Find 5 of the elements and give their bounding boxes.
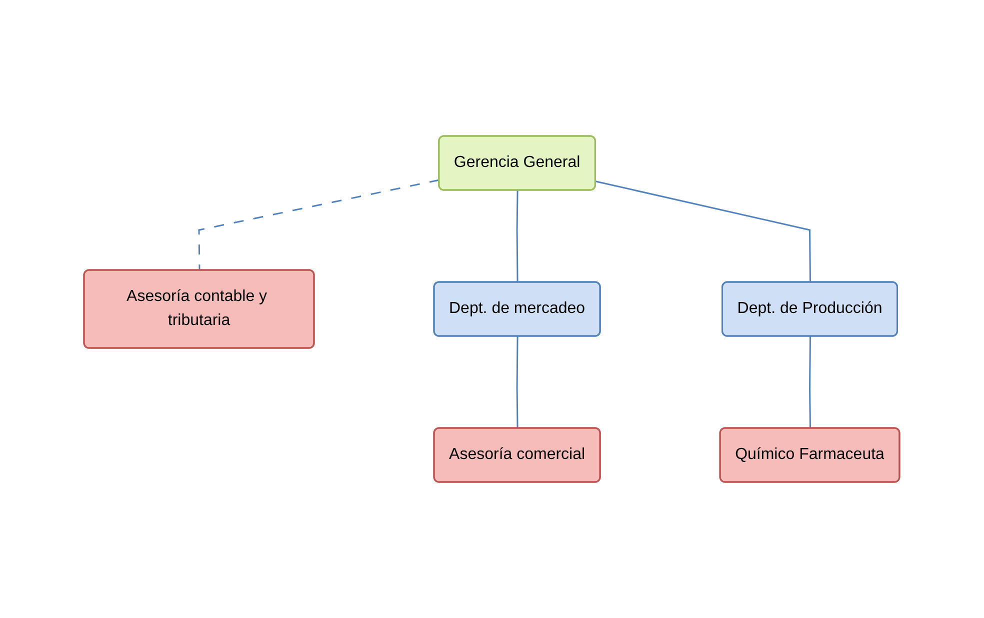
connector (596, 180, 812, 282)
connector (516, 336, 519, 429)
connector (809, 336, 812, 429)
connector (516, 190, 519, 282)
connector (198, 179, 440, 270)
